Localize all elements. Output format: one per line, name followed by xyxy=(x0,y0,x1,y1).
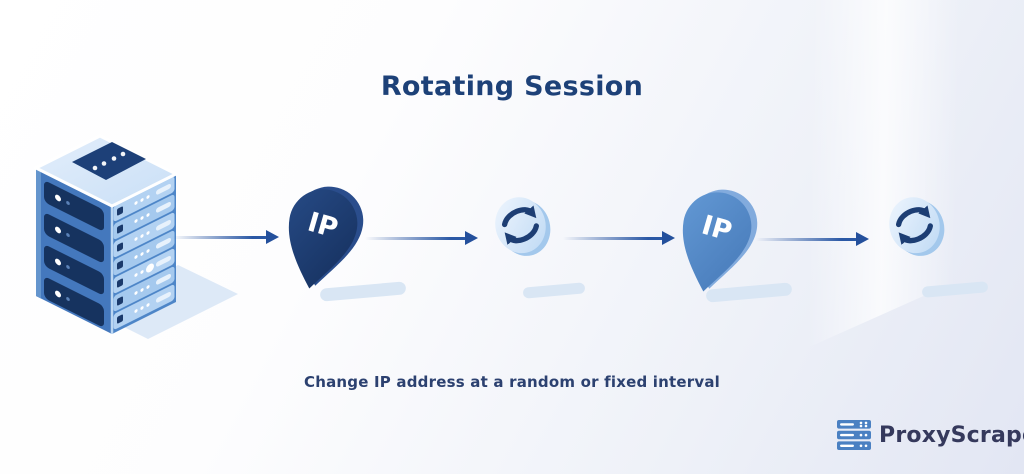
arrow-head-icon xyxy=(662,231,675,245)
flow-arrow-4 xyxy=(756,231,869,247)
pin-body xyxy=(288,189,358,289)
logo-text: ProxyScrape xyxy=(879,422,1024,448)
refresh-cycle-icon xyxy=(495,197,551,256)
arrow-line xyxy=(563,236,663,240)
server-top-panel xyxy=(72,142,146,180)
arrow-line xyxy=(756,237,857,241)
refresh-cycle-icon xyxy=(889,197,945,256)
server-tower-icon xyxy=(34,134,238,339)
cycle-arrows xyxy=(501,205,539,245)
arrow-line xyxy=(172,235,267,239)
arrow-head-icon xyxy=(856,232,869,246)
flow-arrow-3 xyxy=(563,230,675,246)
proxyscrape-logo: ProxyScrape xyxy=(836,420,1024,450)
ip-pin-icon: IP xyxy=(288,186,364,289)
arrow-head-icon xyxy=(266,230,279,244)
server-rack-rows xyxy=(113,176,175,330)
arrow-head-icon xyxy=(465,231,478,245)
server-left-panels xyxy=(36,168,104,327)
flow-arrow-2 xyxy=(365,230,478,246)
icon-shadow xyxy=(522,282,586,299)
page-title: Rotating Session xyxy=(380,71,644,102)
cycle-arrows xyxy=(895,205,933,245)
flow-arrow-1 xyxy=(172,229,279,245)
caption-text: Change IP address at a random or fixed i… xyxy=(303,373,721,391)
ip-pin-icon: IP xyxy=(682,189,758,292)
icon-shadow xyxy=(921,281,989,298)
server-stack-icon xyxy=(837,420,871,450)
pin-body xyxy=(682,192,752,292)
arrow-line xyxy=(365,236,466,240)
